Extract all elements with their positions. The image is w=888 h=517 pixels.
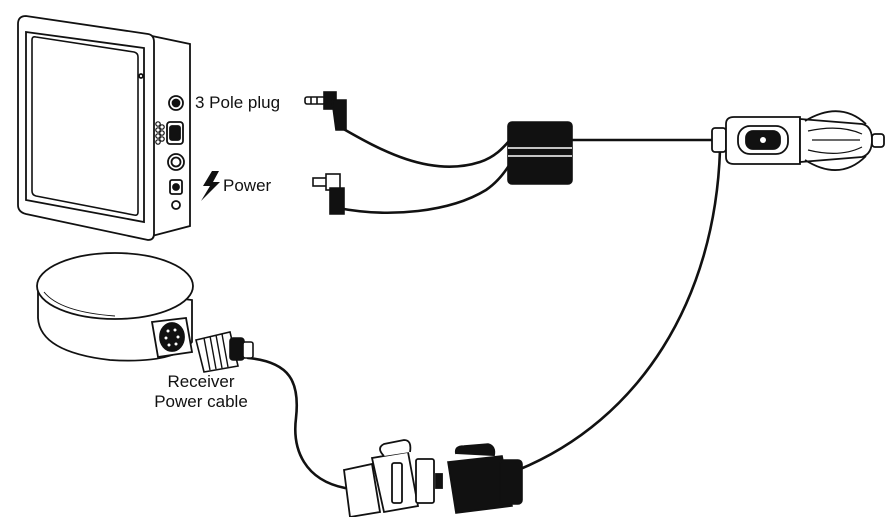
label-receiver-power-cable: Receiver Power cable xyxy=(140,372,262,412)
connector-knurl xyxy=(203,333,229,371)
label-3-pole-plug: 3 Pole plug xyxy=(195,93,281,112)
port-reset xyxy=(171,200,181,210)
plug-pin xyxy=(312,177,328,187)
lightning-bolt-icon xyxy=(201,171,220,201)
db9-body xyxy=(343,462,382,517)
db9-shell xyxy=(415,458,435,504)
power-plug xyxy=(312,173,345,215)
cigarette-lighter-adapter xyxy=(711,110,885,171)
gps-receiver xyxy=(36,252,194,362)
label-power-cable: Power cable xyxy=(154,392,248,411)
cable-junction xyxy=(507,121,573,185)
serial-connector-male xyxy=(447,443,523,514)
adapter-strain-relief xyxy=(711,127,727,153)
adapter-spring-bottom xyxy=(804,155,867,171)
navigation-device xyxy=(17,15,191,241)
device-indicator xyxy=(138,73,144,79)
three-pole-plug xyxy=(304,91,347,131)
device-screen xyxy=(31,36,139,216)
cable-receiver-to-serial xyxy=(246,356,347,490)
cables xyxy=(246,125,722,490)
cable-power xyxy=(336,162,512,214)
junction-body xyxy=(507,121,573,185)
label-power: Power xyxy=(223,176,272,195)
port-vent xyxy=(155,121,165,145)
adapter-spring-top xyxy=(804,110,867,125)
receiver-top xyxy=(36,252,194,320)
cable-3-pole-plug xyxy=(338,125,512,168)
serial-connector-female xyxy=(343,439,443,517)
label-receiver: Receiver xyxy=(167,372,235,391)
plug-tip xyxy=(304,96,326,105)
adapter-tip xyxy=(871,133,885,148)
receiver-cable-connector xyxy=(195,331,254,373)
cable-adapter-to-serial xyxy=(516,148,722,472)
